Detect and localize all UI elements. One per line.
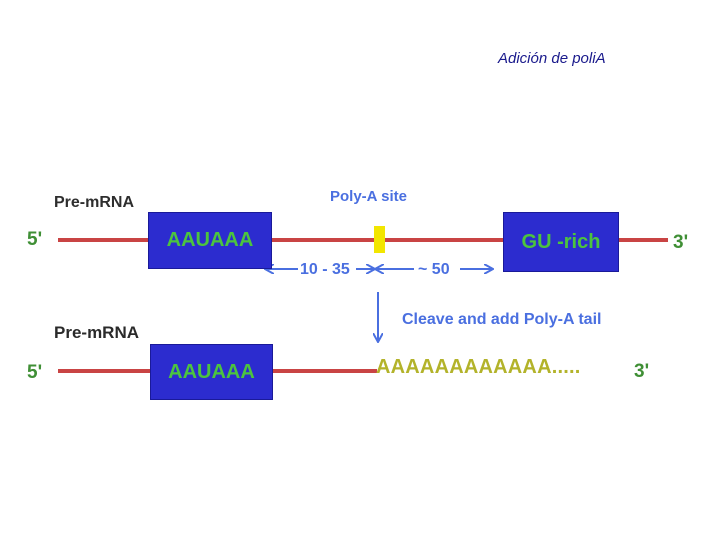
- top-three-prime-label: 3': [673, 232, 689, 253]
- top-premrna-label: Pre-mRNA: [54, 194, 135, 211]
- cleave-label: Cleave and add Poly-A tail: [402, 311, 602, 328]
- bottom-signal-box-label: AAUAAA: [168, 360, 255, 383]
- poly-a-site-marker: [374, 226, 385, 253]
- top-signal-box: AAUAAA: [148, 212, 272, 269]
- top-gu-rich-box: GU -rich: [503, 212, 619, 272]
- distance-right-label: ~ 50: [418, 261, 450, 278]
- top-five-prime-label: 5': [27, 229, 43, 250]
- slide-title: Adición de poliA: [498, 50, 606, 67]
- poly-a-site-label: Poly-A site: [330, 188, 407, 205]
- top-signal-box-label: AAUAAA: [166, 229, 254, 251]
- bottom-five-prime-label: 5': [27, 362, 43, 383]
- bottom-signal-box: AAUAAA: [150, 344, 273, 400]
- poly-a-tail: AAAAAAAAAAAA.....: [376, 356, 581, 378]
- distance-left-label: 10 - 35: [300, 261, 350, 278]
- bottom-premrna-label: Pre-mRNA: [54, 323, 140, 342]
- bottom-three-prime-label: 3': [634, 361, 650, 382]
- top-gu-rich-label: GU -rich: [521, 230, 601, 253]
